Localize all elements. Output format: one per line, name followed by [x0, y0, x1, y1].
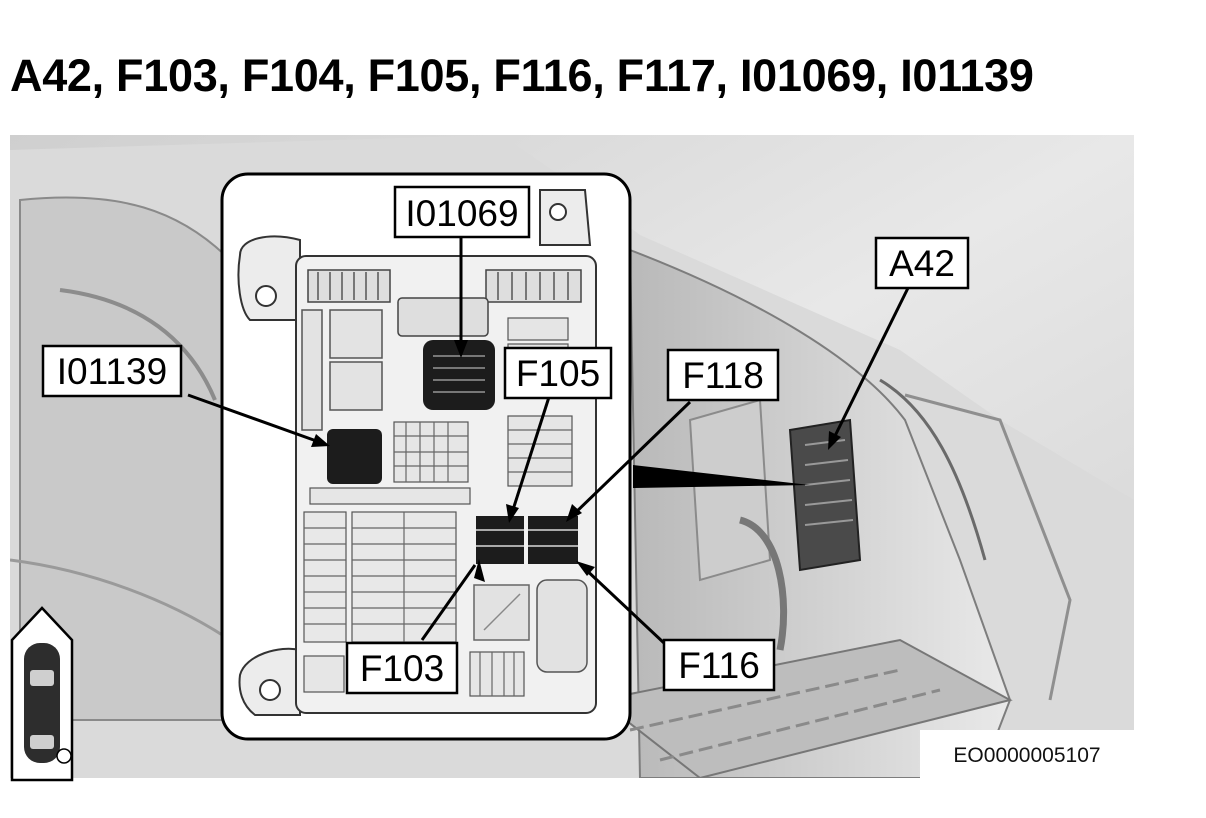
callout-i01069: I01069: [393, 185, 531, 239]
callout-a42: A42: [874, 236, 970, 290]
a42-module: [788, 418, 862, 572]
svg-text:A42: A42: [889, 243, 955, 284]
arrowheads: [311, 340, 841, 582]
vehicle-orientation-icon: [10, 606, 74, 782]
callout-f118: F118: [666, 348, 780, 402]
svg-text:I01069: I01069: [405, 193, 518, 234]
svg-text:F105: F105: [516, 353, 600, 394]
svg-text:I01139: I01139: [57, 351, 167, 392]
leader-lines: [187, 237, 910, 645]
svg-text:F116: F116: [678, 645, 760, 686]
callout-i01139: I01139: [41, 344, 183, 398]
callout-f105: F105: [503, 346, 613, 400]
callout-f116: F116: [662, 638, 776, 692]
image-code-label: EO0000005107: [920, 730, 1134, 778]
svg-text:F103: F103: [360, 648, 444, 689]
page-title: A42, F103, F104, F105, F116, F117, I0106…: [10, 50, 1034, 101]
fuse-box-inset: [220, 172, 632, 741]
svg-text:F118: F118: [682, 355, 764, 396]
svg-text:EO0000005107: EO0000005107: [953, 744, 1100, 767]
callout-f103: F103: [345, 641, 459, 695]
